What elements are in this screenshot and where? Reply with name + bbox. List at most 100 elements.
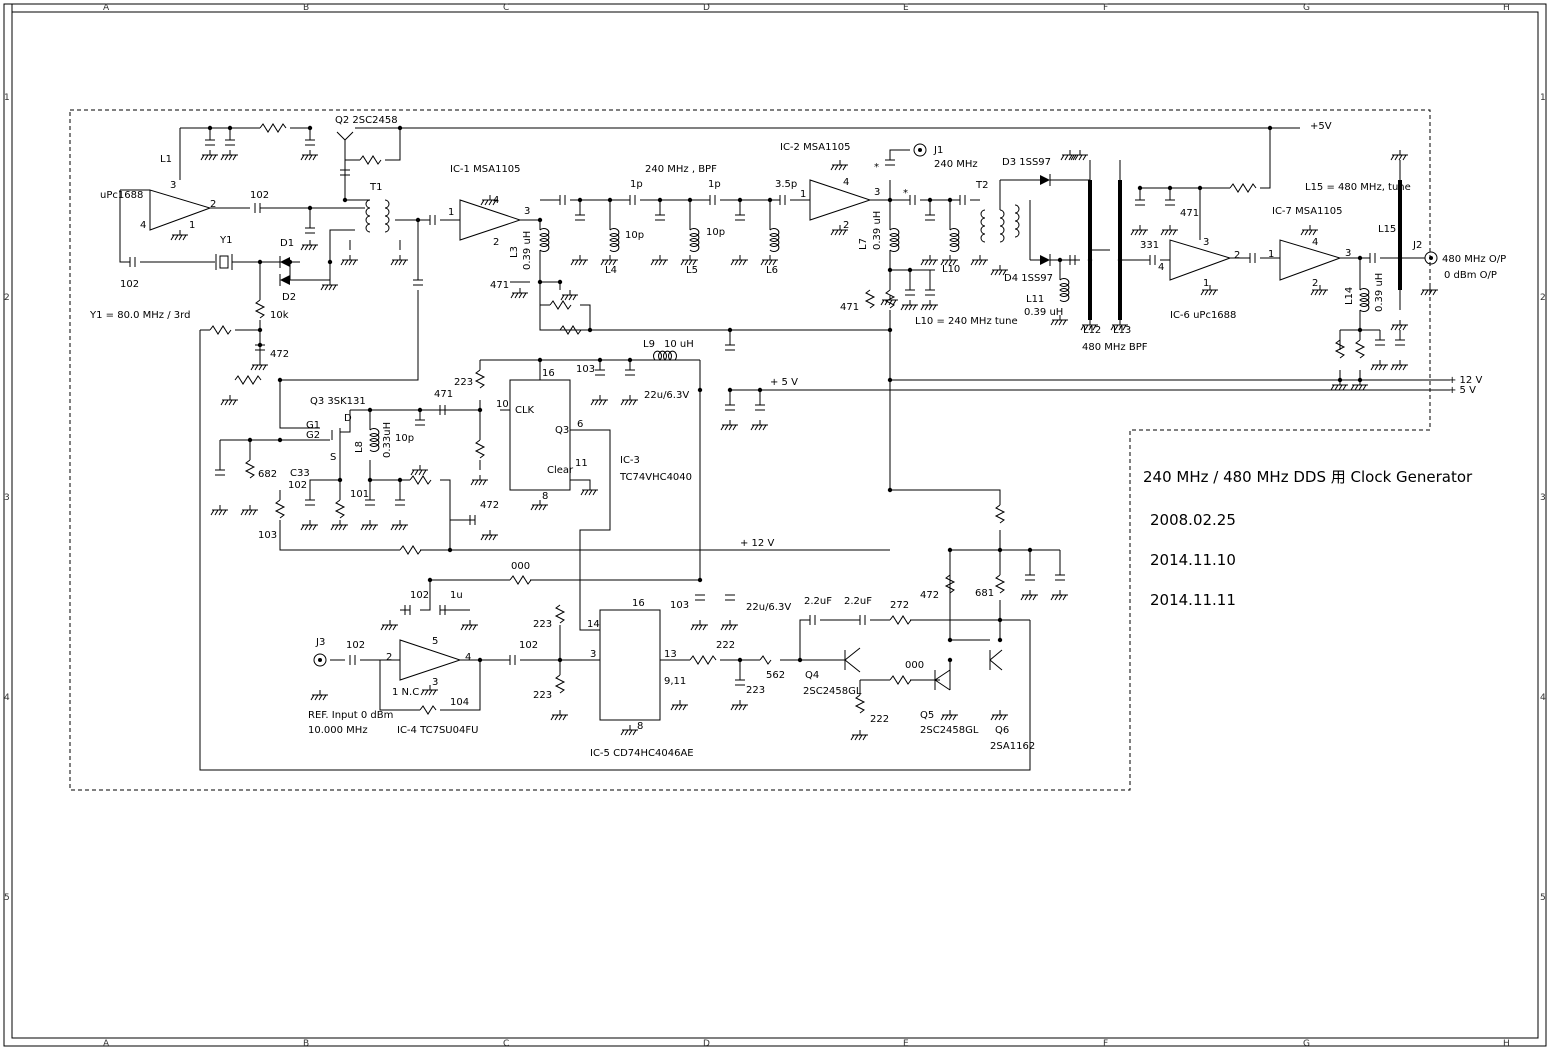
pin-label: 11 — [575, 458, 588, 469]
label-l12: L12 — [1083, 325, 1101, 336]
junction-dot — [697, 577, 703, 583]
ground-symbol — [1350, 380, 1368, 391]
label-q2: Q2 2SC2458 — [335, 115, 398, 126]
ic4-tc7su04fu — [399, 639, 462, 681]
junction-dot — [287, 259, 293, 265]
schematic-labels: +5V Q2 2SC2458 L1 uPc1688 3 4 2 1 102 T1… — [89, 115, 1506, 759]
label-l1: L1 — [160, 154, 172, 165]
label-q6-part: 2SA1162 — [990, 741, 1035, 752]
junction-dot — [477, 657, 483, 663]
components — [129, 123, 1438, 741]
pin-label: 4 — [140, 220, 146, 231]
junction-dot — [367, 477, 373, 483]
label-c10p-a: 10p — [625, 230, 644, 241]
junction-dot — [557, 279, 563, 285]
junction-dot — [947, 547, 953, 553]
ground-symbol — [1390, 150, 1408, 161]
ground-symbol — [920, 255, 938, 266]
pin-label: 1 — [1268, 249, 1274, 260]
label-l7-val: 0.39 uH — [872, 211, 883, 250]
ground-symbol — [420, 685, 438, 696]
junction-dot — [887, 197, 893, 203]
ground-symbol — [1420, 285, 1438, 296]
grid-row-label: 1 — [4, 93, 10, 103]
junction-dot — [1357, 255, 1363, 261]
label-ic4-nc: 1 N.C — [392, 687, 419, 698]
label-l10: L10 — [942, 264, 960, 275]
label-r681: 681 — [975, 588, 994, 599]
label-ref-in: REF. Input 0 dBm — [308, 710, 393, 721]
junction-dot — [927, 197, 933, 203]
junction-dot — [1137, 185, 1143, 191]
date-1: 2008.02.25 — [1150, 511, 1236, 529]
junction-dot — [327, 259, 333, 265]
label-r471a: 471 — [490, 280, 509, 291]
ground-symbol — [920, 300, 938, 311]
pin-label: 2 — [1312, 278, 1318, 289]
ground-symbol — [940, 710, 958, 721]
label-l5: L5 — [686, 265, 698, 276]
label-c22u-b: 22u/6.3V — [746, 602, 791, 613]
label-r471b: 471 — [840, 302, 859, 313]
pin-label: 4 — [1312, 237, 1318, 248]
label-c331: 331 — [1140, 240, 1159, 251]
label-q6: Q6 — [995, 725, 1009, 736]
ground-symbol — [940, 255, 958, 266]
ground-symbol — [480, 530, 498, 541]
label-l15: L15 — [1378, 224, 1396, 235]
label-ic7: IC-7 MSA1105 — [1272, 206, 1343, 217]
label-plus12v-mid: + 12 V — [740, 538, 774, 549]
ground-symbol — [380, 620, 398, 631]
ground-symbol — [720, 620, 738, 631]
pin-label: 1 — [800, 189, 806, 200]
ground-symbol — [650, 255, 668, 266]
grid-col-label: B — [303, 3, 309, 13]
label-r103a: 103 — [258, 530, 277, 541]
junction-dot — [257, 327, 263, 333]
grid-col-label: H — [1503, 1039, 1510, 1049]
label-l6: L6 — [766, 265, 778, 276]
label-plus5v-mid: + 5 V — [770, 377, 798, 388]
ground-symbol — [1200, 285, 1218, 296]
label-c10p-b: 10p — [706, 227, 725, 238]
ground-symbol — [200, 150, 218, 161]
ground-symbol — [760, 255, 778, 266]
junction-dot — [277, 437, 283, 443]
ic5-box — [599, 609, 661, 721]
ground-symbol — [550, 710, 568, 721]
label-g2: G2 — [306, 430, 320, 441]
junction-dot — [477, 407, 483, 413]
label-c3p5: 3.5p — [775, 179, 797, 190]
label-l3-val: 0.39 uH — [522, 231, 533, 270]
pin-label: 16 — [632, 598, 645, 609]
junction-dot — [557, 657, 563, 663]
ground-symbol — [1050, 315, 1068, 326]
pin-label: 8 — [637, 721, 643, 732]
junction-dot — [947, 197, 953, 203]
ground-symbol — [250, 360, 268, 371]
pin-label: 6 — [577, 419, 583, 430]
junction-dot — [687, 197, 693, 203]
ground-symbol — [830, 160, 848, 171]
junction-dot — [307, 125, 313, 131]
ground-symbol — [310, 690, 328, 701]
amp-upc1688-ic — [149, 189, 212, 231]
grid-col-label: A — [103, 1039, 110, 1049]
ground-symbol — [1130, 225, 1148, 236]
junction-dot — [947, 657, 953, 663]
junction-dot — [367, 407, 373, 413]
ground-symbol — [470, 475, 488, 486]
label-r562: 562 — [766, 670, 785, 681]
label-r272: 272 — [890, 600, 909, 611]
label-plus5v-right: + 5 V — [1448, 385, 1476, 396]
ground-symbol — [1020, 590, 1038, 601]
label-y1: Y1 — [219, 235, 232, 246]
ground-symbol — [560, 290, 578, 301]
grid-col-label: C — [503, 1039, 509, 1049]
label-r223c: 223 — [533, 690, 552, 701]
pin-label: 3 — [1203, 237, 1209, 248]
ground-symbol — [730, 255, 748, 266]
